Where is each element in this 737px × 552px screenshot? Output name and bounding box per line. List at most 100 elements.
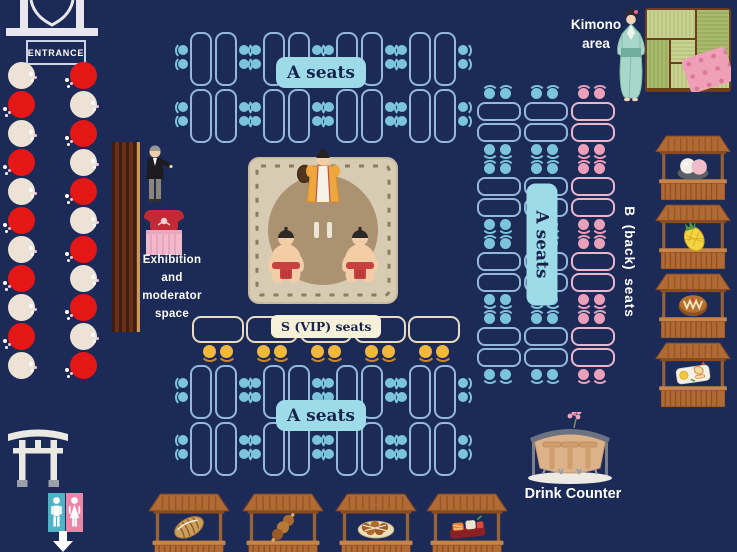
- flower-icon: [65, 78, 69, 82]
- flower-icon: [93, 282, 96, 285]
- flower-icon: [65, 310, 69, 314]
- seat: [496, 294, 515, 309]
- flower-icon: [31, 311, 34, 314]
- flower-icon: [67, 375, 70, 378]
- flower-icon: [8, 285, 11, 288]
- female-restroom-icon: [66, 493, 83, 532]
- flower-icon: [3, 339, 7, 343]
- flower-icon: [34, 366, 37, 369]
- a-seats-bottom-section: [174, 365, 472, 479]
- referee-figure: [297, 149, 340, 203]
- table: [477, 348, 521, 367]
- flower-icon: [5, 230, 8, 233]
- sushi-icon: [449, 515, 486, 539]
- seat: [320, 431, 334, 449]
- flower-icon: [8, 343, 11, 346]
- table: [571, 252, 615, 271]
- seat: [174, 388, 188, 406]
- a-seats-right-label: A seats: [526, 183, 558, 306]
- takoyaki-stall-wrap: [335, 492, 417, 552]
- seat: [590, 84, 609, 99]
- red-lantern: [70, 178, 97, 205]
- seat: [480, 219, 499, 234]
- seat: [574, 369, 593, 384]
- flower-icon: [34, 192, 37, 195]
- flower-icon: [34, 308, 37, 311]
- takoyaki-stall: [335, 493, 417, 552]
- seat: [480, 369, 499, 384]
- flower-icon: [34, 134, 37, 137]
- seat: [496, 369, 515, 384]
- tempura-stall-wrap: [655, 341, 731, 414]
- red-lantern: [70, 62, 97, 89]
- table: [215, 365, 237, 419]
- table: [361, 422, 383, 476]
- sumo-ring: [248, 149, 398, 304]
- entrance-gate-icon: [6, 0, 98, 36]
- flower-icon: [70, 82, 73, 85]
- flower-icon: [29, 188, 33, 192]
- flower-icon: [91, 333, 95, 337]
- flower-icon: [34, 250, 37, 253]
- table: [477, 177, 521, 196]
- red-lantern: [70, 236, 97, 263]
- seat: [247, 112, 261, 130]
- flower-icon: [5, 288, 8, 291]
- flower-icon: [91, 275, 95, 279]
- flower-icon: [96, 337, 99, 340]
- table: [477, 327, 521, 346]
- table: [571, 348, 615, 367]
- seat: [247, 388, 261, 406]
- seat: [496, 159, 515, 174]
- flower-icon: [67, 259, 70, 262]
- red-lantern: [8, 265, 35, 292]
- lantern-rows: [0, 62, 110, 392]
- table: [215, 422, 237, 476]
- seat: [458, 98, 472, 116]
- seat: [393, 112, 407, 130]
- tatami-mat: [645, 8, 731, 92]
- flower-icon: [31, 195, 34, 198]
- kimono-area-label: Kimono area: [556, 15, 636, 53]
- kimono-label-line: area: [582, 36, 610, 51]
- seat: [480, 234, 499, 249]
- seat: [174, 55, 188, 73]
- flower-icon: [93, 166, 96, 169]
- bar-stools: [542, 441, 598, 475]
- seat: [496, 144, 515, 159]
- seat: [247, 445, 261, 463]
- table: [571, 198, 615, 217]
- seat: [253, 345, 274, 362]
- flower-icon: [34, 76, 37, 79]
- seat: [393, 55, 407, 73]
- seat: [543, 309, 562, 324]
- seat: [480, 309, 499, 324]
- flower-icon: [3, 281, 7, 285]
- pineapple-icon: [683, 220, 705, 252]
- taiyaki-stall-wrap: [148, 492, 230, 552]
- a-seats-bottom-label: A seats: [276, 400, 366, 431]
- kimono-woman: [617, 8, 645, 102]
- dango-stall: [655, 135, 731, 201]
- table: [192, 316, 244, 343]
- flower-icon: [96, 105, 99, 108]
- seat: [393, 41, 407, 59]
- seat: [458, 112, 472, 130]
- takoyaki-icon: [357, 520, 395, 539]
- seat: [393, 445, 407, 463]
- seat: [393, 431, 407, 449]
- pineapple-stall-wrap: [655, 203, 731, 276]
- seat: [320, 112, 334, 130]
- seat: [320, 388, 334, 406]
- table: [477, 123, 521, 142]
- flower-icon: [65, 252, 69, 256]
- red-lantern: [70, 352, 97, 379]
- table: [477, 252, 521, 271]
- seat: [174, 98, 188, 116]
- okonomiyaki-stall: [655, 273, 731, 339]
- table: [409, 89, 431, 143]
- flower-icon: [5, 172, 8, 175]
- sushi-stall: [426, 493, 508, 552]
- seat: [458, 431, 472, 449]
- seat: [590, 219, 609, 234]
